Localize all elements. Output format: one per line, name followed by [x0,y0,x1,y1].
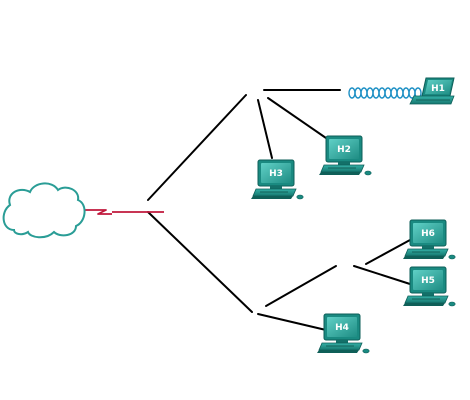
link-switch-bottom-h4 [257,313,327,331]
desktop-pc-icon [316,313,370,354]
desktop-pc-icon [250,159,304,200]
host-label: H4 [335,323,349,333]
link-switch-bottom-switch-right [265,265,337,307]
link-switch-top-h2 [267,97,327,139]
host-label: H6 [421,229,435,239]
link-switch-right-h5 [353,265,411,285]
host-label: H3 [269,169,283,179]
host-label: H1 [431,84,445,94]
host-h6[interactable]: H6 [402,219,456,260]
host-h5[interactable]: H5 [402,266,456,307]
desktop-pc-icon [318,135,372,176]
link-switch-right-h6 [365,239,411,265]
host-h3[interactable]: H3 [250,159,304,200]
cloud-icon [2,182,86,239]
desktop-pc-icon [402,266,456,307]
serial-link-icon [84,209,164,215]
host-h2[interactable]: H2 [318,135,372,176]
host-h4[interactable]: H4 [316,313,370,354]
host-label: H2 [337,145,351,155]
network-links [147,89,411,331]
wireless-link-icon [348,87,422,99]
link-switch-top-h3 [257,99,273,159]
host-label: H5 [421,276,435,286]
desktop-pc-icon [402,219,456,260]
host-h1[interactable]: H1 [409,77,455,105]
link-router-switch-bottom [147,211,253,313]
link-router-switch-top [147,94,247,201]
